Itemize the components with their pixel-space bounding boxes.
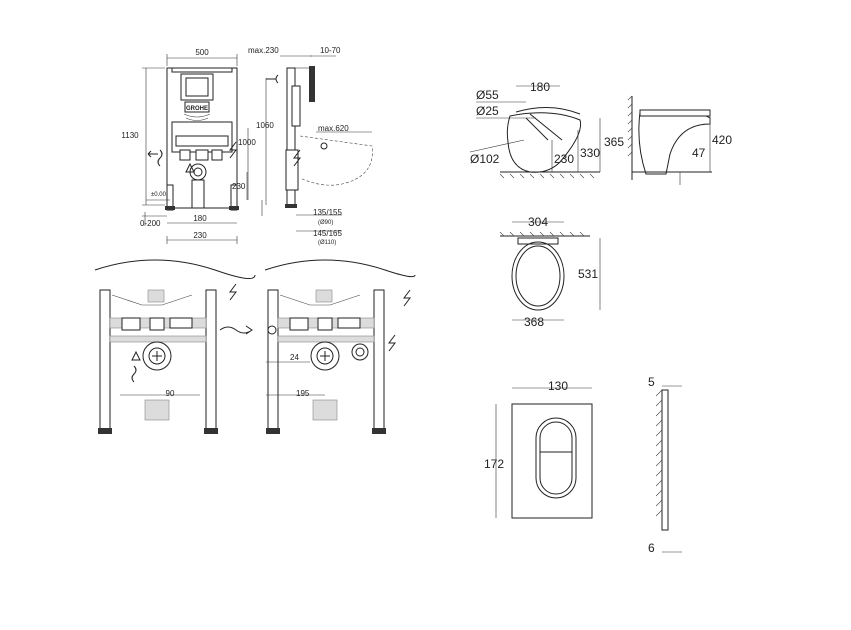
dim-floor-offset: 0-200 [140, 219, 161, 228]
flush-plate-front-view: 130 172 [484, 379, 593, 519]
dim-wc-230: 230 [554, 152, 574, 166]
dim-wc-d55: Ø55 [476, 88, 499, 102]
dim-install-right-b: 195 [296, 389, 310, 398]
transition-arrow [219, 325, 253, 335]
brand-logo-text: GROHE [186, 106, 208, 112]
dim-wc-180: 180 [530, 80, 550, 94]
dim-top-outer-width: 368 [524, 315, 544, 329]
dim-side-a-sub: (Ø90) [318, 220, 333, 226]
install-view-left: 90 [94, 259, 256, 434]
dim-plate-height: 172 [484, 457, 504, 471]
frame-side-view: max.230 10-70 1060 max.620 230 135/155 (… [248, 46, 373, 246]
wc-top-view: 304 531 368 [499, 215, 601, 329]
floor-mark: ±0.00 [151, 192, 167, 198]
dim-side-height: 1060 [256, 121, 274, 130]
dim-side-b-sub: (Ø110) [318, 240, 336, 246]
dim-wc-d25: Ø25 [476, 104, 499, 118]
flush-plate-side-view: 5 6 [648, 375, 682, 555]
dim-wc-365: 365 [604, 135, 624, 149]
wc-side-view: 180 Ø55 Ø25 Ø102 365 330 230 [469, 80, 624, 179]
dim-bottom-width: 230 [193, 231, 207, 240]
dim-seat-420: 420 [712, 133, 732, 147]
dim-half-width: 180 [193, 214, 207, 223]
dim-seat-47: 47 [692, 146, 706, 160]
dim-plate-side-top: 5 [648, 375, 655, 389]
dim-side-a: 135/155 [313, 208, 342, 217]
dim-top-length: 531 [578, 267, 598, 281]
dim-frame-height: 1130 [121, 131, 139, 140]
dim-pipe-height: 230 [232, 182, 246, 191]
dim-frame-width: 500 [195, 48, 209, 57]
frame-front-view: GROHE 500 1130 1000 [121, 48, 256, 244]
wc-seat-side-view: 420 47 [627, 95, 732, 185]
dim-max-depth: max.230 [248, 46, 279, 55]
dim-wall-offset: 10-70 [320, 46, 341, 55]
dim-max-projection: max.620 [318, 124, 349, 133]
dim-plate-side-bottom: 6 [648, 541, 655, 555]
dim-wc-d102: Ø102 [470, 152, 500, 166]
dim-install-left: 90 [166, 389, 175, 398]
dim-install-right-a: 24 [290, 353, 299, 362]
dim-plate-width: 130 [548, 379, 568, 393]
dim-side-b: 145/165 [313, 229, 342, 238]
dim-wc-330: 330 [580, 146, 600, 160]
dim-top-width: 304 [528, 215, 548, 229]
install-view-right: 24 195 [264, 259, 416, 434]
dim-flush-height: 1000 [238, 138, 256, 147]
